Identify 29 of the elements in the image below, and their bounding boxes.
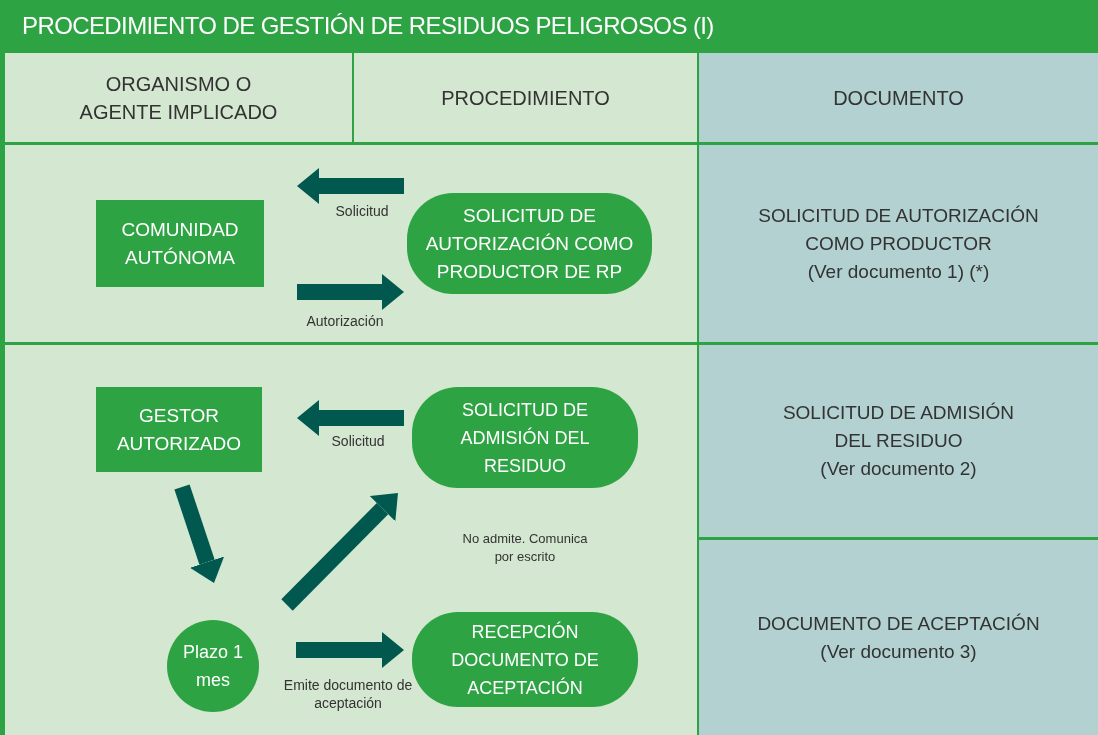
edge-label: Solicitud (334, 202, 390, 220)
column-header (354, 53, 697, 142)
node-text: COMUNIDAD AUTÓNOMA (120, 217, 240, 270)
column-header (5, 53, 352, 142)
node-text: PROCEDIMIENTO (440, 85, 611, 111)
edge-label: Autorización (305, 312, 385, 330)
node-text: SOLICITUD DE ADMISIÓN DEL RESIDUO (781, 401, 1016, 453)
document-reference: (Ver documento 1) (*) (806, 259, 991, 284)
agent-box (96, 387, 262, 472)
column-header (699, 53, 1098, 142)
document-cell (699, 345, 1098, 537)
node-text: DOCUMENTO (832, 85, 965, 111)
agent-box (96, 200, 264, 287)
edge-label: Solicitud (330, 432, 386, 450)
document-cell (699, 145, 1098, 342)
edge-label: Emite documento de aceptación (283, 676, 413, 712)
note-text: No admite. Comunica por escrito (461, 530, 589, 566)
node-text: SOLICITUD DE ADMISIÓN DEL RESIDUO (459, 398, 591, 478)
node-text: GESTOR AUTORIZADO (115, 403, 243, 456)
node-text: DOCUMENTO DE ACEPTACIÓN (756, 611, 1041, 636)
node-text: RECEPCIÓN DOCUMENTO DE ACEPTACIÓN (450, 620, 600, 700)
document-cell (699, 540, 1098, 735)
title: PROCEDIMIENTO DE GESTIÓN DE RESIDUOS PELIGROSOS (I) (22, 14, 714, 38)
node-text: ORGANISMO O AGENTE IMPLICADO (78, 71, 279, 125)
document-reference: (Ver documento 2) (819, 457, 978, 481)
node-text: Plazo 1 mes (182, 641, 244, 692)
document-reference: (Ver documento 3) (819, 639, 978, 664)
node-text: SOLICITUD DE AUTORIZACIÓN COMO PRODUCTOR (757, 203, 1040, 256)
node-text: SOLICITUD DE AUTORIZACIÓN COMO PRODUCTOR DE RP (424, 203, 635, 284)
